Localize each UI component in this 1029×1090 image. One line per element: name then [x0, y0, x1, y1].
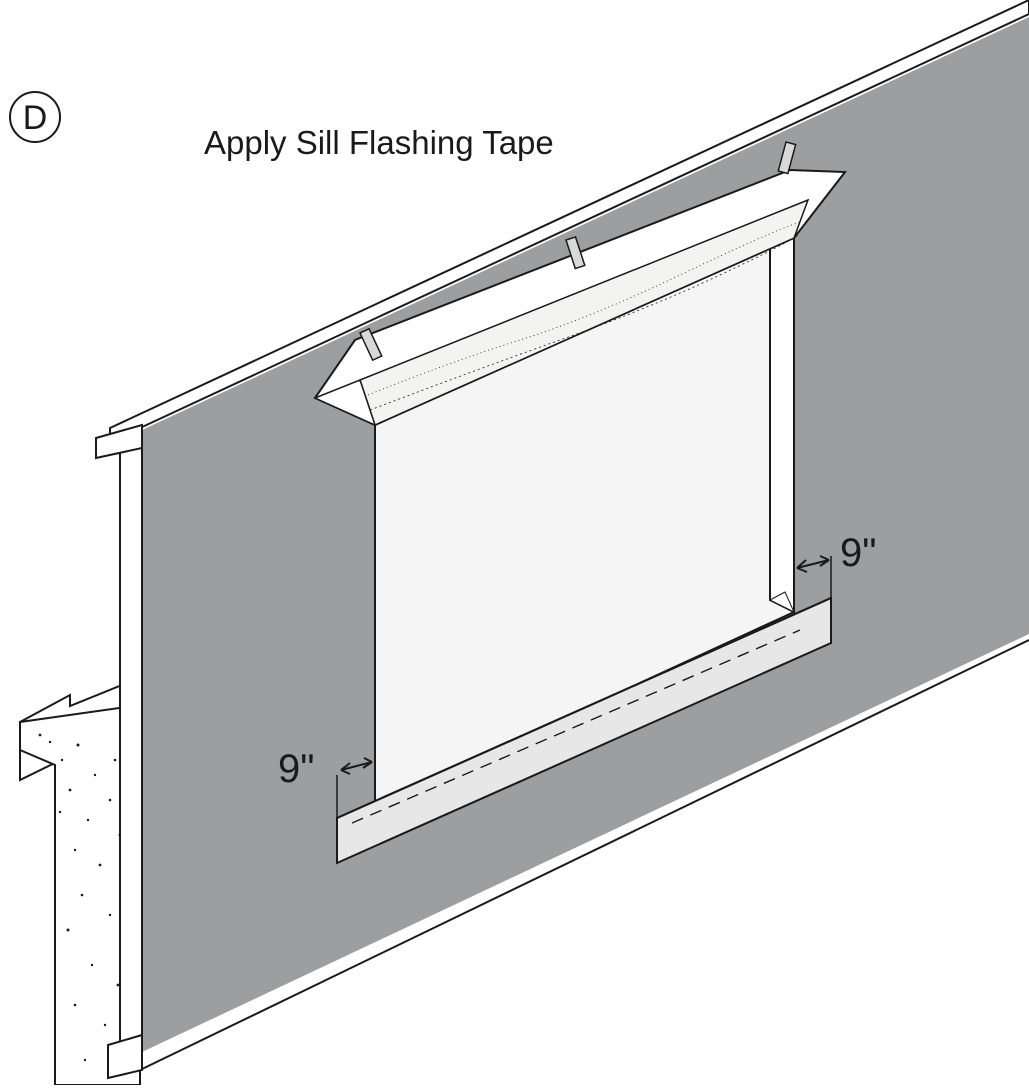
- right-offset-label: 9": [840, 531, 876, 575]
- head-flap-left-side: [313, 379, 377, 427]
- temp-tape-left: [359, 327, 383, 362]
- step-marker: [9, 91, 61, 143]
- bottom-plate-end: [107, 1033, 143, 1080]
- dimension-right: 9": [796, 531, 876, 598]
- sill-tape-corner: [768, 591, 796, 614]
- left-offset-label: 9": [278, 747, 314, 791]
- sill-tape-fold: [336, 597, 832, 819]
- head-flap: [313, 141, 847, 427]
- left-dimension-arrow: [340, 757, 373, 775]
- wood-grain: [367, 221, 801, 396]
- dimension-left: 9": [278, 747, 373, 818]
- sill-flashing-tape: [336, 591, 832, 865]
- stud-end: [119, 439, 143, 1053]
- temp-tape-center: [565, 235, 586, 270]
- diagram-title: Apply Sill Flashing Tape: [204, 124, 554, 161]
- step-letter: D: [23, 99, 48, 137]
- temp-tape-right: [777, 141, 797, 175]
- right-dimension-arrow: [796, 555, 830, 573]
- sill-tape-crease: [351, 629, 801, 824]
- wood-grain-2: [369, 234, 799, 411]
- footing-ground-line: [139, 639, 1029, 1071]
- opening-side-jamb: [769, 228, 795, 614]
- wall-framing: [95, 0, 1029, 1080]
